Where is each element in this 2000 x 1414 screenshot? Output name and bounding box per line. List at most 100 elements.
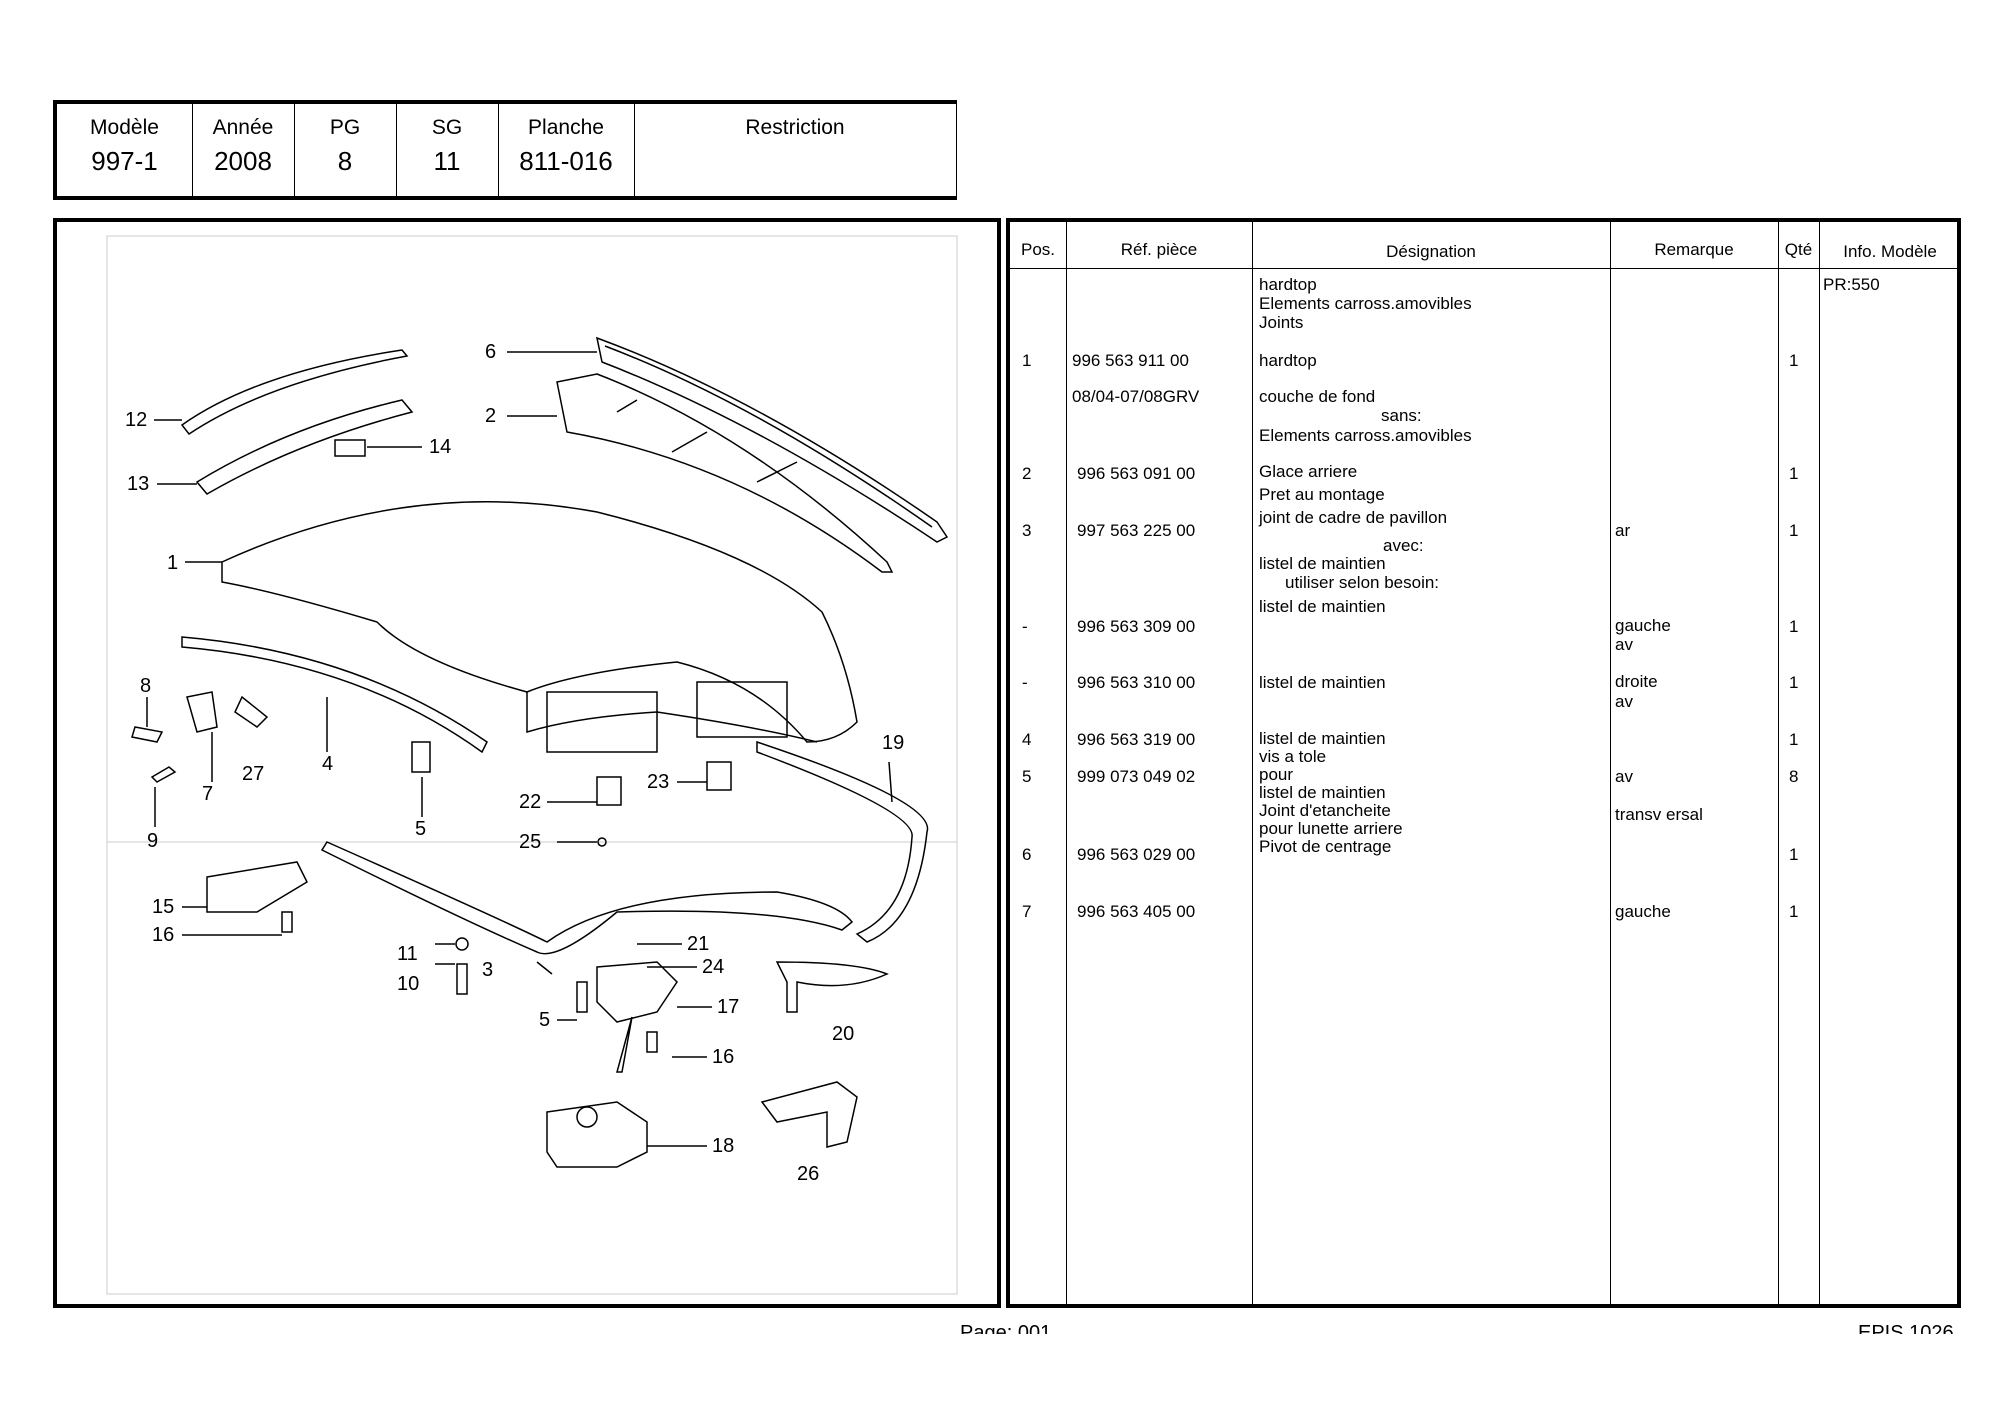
row-designation: sans: <box>1381 406 1422 425</box>
col-divider <box>1066 222 1067 1304</box>
row-designation: pour lunette arriere <box>1259 819 1403 838</box>
row-pos: 1 <box>1022 351 1032 370</box>
row-ref: 996 563 029 00 <box>1077 845 1196 864</box>
row-pos: 4 <box>1022 730 1032 749</box>
callout-14: 14 <box>429 436 451 458</box>
callout-20: 20 <box>832 1023 854 1045</box>
row-designation: listel de maintien <box>1259 673 1386 692</box>
row-remarque: transv ersal <box>1615 805 1703 824</box>
row-pos: 2 <box>1022 464 1032 483</box>
row-qte: 1 <box>1789 521 1799 540</box>
pg-label: PG <box>329 116 361 139</box>
row-designation: listel de maintien <box>1259 554 1386 573</box>
callout-11: 11 <box>397 943 418 965</box>
row-ref: 996 563 091 00 <box>1077 464 1196 483</box>
callout-1: 1 <box>167 552 178 574</box>
row-designation: listel de maintien <box>1259 729 1386 748</box>
row-ref: 996 563 309 00 <box>1077 617 1196 636</box>
callout-16b: 16 <box>712 1046 734 1068</box>
col-divider <box>1778 222 1779 1304</box>
row-ref: 996 563 405 00 <box>1077 902 1196 921</box>
header-table: Modèle 997-1 Année 2008 PG 8 SG 11 Planc… <box>53 100 957 200</box>
col-header-info: Info. Modèle <box>1843 242 1937 261</box>
row-pos: 6 <box>1022 845 1032 864</box>
row-qte: 1 <box>1789 902 1799 921</box>
header-annee: Année 2008 <box>192 104 295 196</box>
row-pos: 7 <box>1022 902 1032 921</box>
callout-5b: 5 <box>539 1009 550 1031</box>
col-header-designation: Désignation <box>1386 242 1476 261</box>
callout-15: 15 <box>152 896 174 918</box>
callout-6: 6 <box>485 341 496 363</box>
col-header-remarque: Remarque <box>1654 240 1734 259</box>
col-divider <box>1610 222 1611 1304</box>
callout-19: 19 <box>882 732 904 754</box>
sg-value: 11 <box>433 146 461 176</box>
callout-4: 4 <box>322 753 333 775</box>
row-pos: - <box>1022 617 1028 636</box>
intro-line: hardtop <box>1259 275 1317 294</box>
col-divider <box>1819 222 1820 1304</box>
row-qte: 1 <box>1789 617 1799 636</box>
row-ref: 08/04-07/08GRV <box>1072 387 1200 406</box>
callout-24: 24 <box>702 956 724 978</box>
col-header-ref: Réf. pièce <box>1120 240 1198 259</box>
row-designation: listel de maintien <box>1259 783 1386 802</box>
parts-table: Pos. Réf. pièce Désignation Remarque Qté… <box>1006 218 1961 1308</box>
callout-26: 26 <box>797 1163 819 1185</box>
row-ref: 996 563 310 00 <box>1077 673 1196 692</box>
callout-18: 18 <box>712 1135 734 1157</box>
document-code: EPIS 1026 <box>1858 1322 1954 1334</box>
row-designation: Joint d'etancheite <box>1259 801 1391 820</box>
callout-8: 8 <box>140 675 151 697</box>
row-designation: listel de maintien <box>1259 597 1386 616</box>
header-restriction: Restriction <box>634 104 957 196</box>
callout-23: 23 <box>647 771 669 793</box>
callout-2: 2 <box>485 405 496 427</box>
exploded-diagram: 6 2 12 13 14 1 8 4 7 27 9 5 19 22 23 25 … <box>53 218 1001 1308</box>
header-sg: SG 11 <box>396 104 499 196</box>
row-qte: 1 <box>1789 673 1799 692</box>
row-designation: couche de fond <box>1259 387 1376 406</box>
row-qte: 8 <box>1789 767 1799 786</box>
row-remarque: ar <box>1615 521 1631 540</box>
modele-label: Modèle <box>90 116 159 139</box>
sg-label: SG <box>431 116 463 139</box>
callout-22: 22 <box>519 791 541 813</box>
header-planche: Planche 811-016 <box>498 104 635 196</box>
row-ref: 996 563 911 00 <box>1072 351 1189 370</box>
row-designation: avec: <box>1383 536 1424 555</box>
row-designation: vis a tole <box>1259 747 1327 766</box>
header-divider <box>1010 268 1957 269</box>
planche-value: 811-016 <box>519 146 613 176</box>
row-qte: 1 <box>1789 845 1799 864</box>
row-pos: - <box>1022 673 1028 692</box>
annee-value: 2008 <box>214 146 272 176</box>
planche-label: Planche <box>528 116 604 139</box>
callout-10: 10 <box>397 973 419 995</box>
row-remarque: av <box>1615 767 1633 786</box>
info-modele: PR:550 <box>1823 275 1880 294</box>
pg-value: 8 <box>337 146 353 176</box>
header-pg: PG 8 <box>294 104 397 196</box>
row-remarque: gauche <box>1615 902 1671 921</box>
row-designation: Pret au montage <box>1259 485 1385 504</box>
row-ref: 997 563 225 00 <box>1077 521 1196 540</box>
row-remarque: droite <box>1615 672 1658 691</box>
callout-16: 16 <box>152 924 174 946</box>
callout-13: 13 <box>127 473 149 495</box>
callout-5: 5 <box>415 818 426 840</box>
callout-17: 17 <box>717 996 739 1018</box>
annee-label: Année <box>212 116 274 139</box>
callout-9: 9 <box>147 830 158 852</box>
callout-3: 3 <box>482 959 493 981</box>
callout-27: 27 <box>242 763 264 785</box>
callout-25: 25 <box>519 831 541 853</box>
intro-line: Elements carross.amovibles <box>1259 294 1472 313</box>
row-designation: joint de cadre de pavillon <box>1259 508 1448 527</box>
intro-line: Joints <box>1259 313 1304 332</box>
row-designation: Elements carross.amovibles <box>1259 426 1472 445</box>
row-ref: 996 563 319 00 <box>1077 730 1196 749</box>
row-pos: 5 <box>1022 767 1032 786</box>
callout-7: 7 <box>202 783 213 805</box>
